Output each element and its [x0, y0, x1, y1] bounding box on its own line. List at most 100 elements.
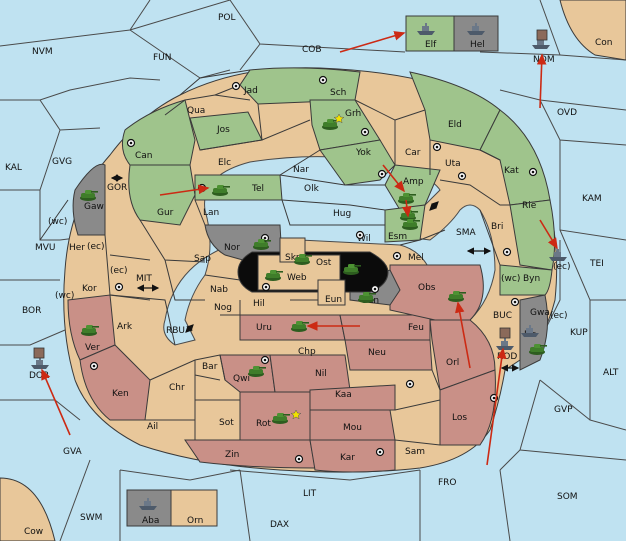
label-gva: GVA: [63, 447, 83, 457]
label-car: Car: [405, 148, 421, 158]
label-can: Can: [135, 151, 153, 161]
label-gwa: Gwa: [530, 308, 550, 318]
region-obs: [389, 264, 484, 321]
label-sch: Sch: [330, 88, 346, 98]
label-wil: Wil: [357, 234, 371, 244]
label-kam: KAM: [582, 194, 602, 204]
label-som: SOM: [557, 492, 578, 502]
label-bri: Bri: [491, 222, 503, 232]
supply-center-icon: [370, 284, 380, 294]
label-zin: Zin: [225, 450, 239, 460]
label-hel: Hel: [470, 40, 485, 50]
region-eun: [317, 279, 346, 306]
coast-byn-wc: (wc): [501, 274, 520, 284]
label-sot: Sot: [219, 418, 234, 428]
label-con: Con: [595, 38, 613, 48]
label-yok: Yok: [355, 148, 372, 158]
coast-kor-wc: (wc): [55, 291, 74, 301]
label-tel: Tel: [251, 184, 264, 194]
label-nvm: NVM: [32, 47, 53, 57]
label-hug: Hug: [333, 209, 351, 219]
supply-center-icon: [457, 171, 467, 181]
label-kal: KAL: [5, 163, 22, 173]
label-grh: Grh: [345, 109, 361, 119]
label-elf: Elf: [425, 40, 437, 50]
region-kat: [479, 109, 551, 206]
label-los: Los: [452, 413, 467, 423]
supply-center-icon: [405, 379, 415, 389]
region-tel: [194, 174, 283, 201]
supply-center-icon: [126, 138, 136, 148]
label-obs: Obs: [418, 283, 436, 293]
label-skr: Skr: [285, 253, 300, 263]
label-swm: SWM: [80, 513, 102, 523]
region-rot: [239, 389, 311, 441]
label-hil: Hil: [253, 299, 265, 309]
label-nom: NOM: [533, 55, 555, 65]
supply-center-icon: [528, 167, 538, 177]
coast-byn-ec: (ec): [553, 262, 571, 272]
supply-center-icon: [89, 361, 99, 371]
label-nor: Nor: [224, 243, 240, 253]
supply-center-icon: [432, 142, 442, 152]
region-kar: [309, 439, 396, 473]
label-rbu: RBU: [166, 326, 185, 336]
label-amp: Amp: [403, 177, 424, 187]
region-ken: [79, 344, 151, 421]
label-sam: Sam: [405, 447, 425, 457]
label-nar: Nar: [293, 165, 309, 175]
region-can: [121, 99, 196, 166]
label-ovd: OVD: [557, 108, 577, 118]
supply-center-icon: [294, 454, 304, 464]
label-gvg: GVG: [52, 157, 72, 167]
label-byn: Byn: [523, 274, 540, 284]
label-nog: Nog: [214, 303, 232, 313]
label-kor: Kor: [82, 284, 97, 294]
label-chr: Chr: [169, 383, 185, 393]
coast-gwa-ec: (ec): [550, 311, 568, 321]
label-gor: GOR: [107, 183, 127, 193]
label-qua: Qua: [187, 106, 205, 116]
label-neu: Neu: [368, 348, 386, 358]
region-los: [439, 369, 496, 446]
label-kup: KUP: [570, 328, 588, 338]
label-qwi: Qwi: [233, 374, 250, 384]
region-neu: [344, 339, 433, 371]
label-bar: Bar: [202, 362, 218, 372]
label-rot: Rot: [256, 419, 271, 429]
supply-center-icon: [360, 127, 370, 137]
label-kat: Kat: [504, 166, 519, 176]
label-eld: Eld: [448, 120, 462, 130]
label-chp: Chp: [298, 347, 316, 357]
label-lit: LIT: [303, 489, 317, 499]
label-feu: Feu: [408, 323, 424, 333]
label-rie: Rie: [522, 201, 537, 211]
label-orn: Orn: [187, 516, 203, 526]
label-tei: TEI: [589, 259, 604, 269]
double-arrow-icon: [110, 174, 520, 372]
coast-her-ec: (ec): [87, 242, 105, 252]
label-ost: Ost: [316, 258, 332, 268]
label-nil: Nil: [315, 369, 327, 379]
label-ver: Ver: [85, 343, 100, 353]
label-olk: Olk: [304, 184, 320, 194]
supply-center-icon: [261, 282, 271, 292]
supply-center-icon: [375, 447, 385, 457]
region-eld: [409, 71, 501, 151]
star-icon: [333, 113, 345, 124]
label-kaa: Kaa: [335, 390, 352, 400]
region-kaa: [309, 384, 396, 411]
units: [31, 23, 567, 510]
move-orders: [41, 31, 558, 466]
label-ken: Ken: [112, 389, 129, 399]
label-gur: Gur: [157, 208, 174, 218]
label-fun: FUN: [153, 53, 172, 63]
label-sap: Sap: [194, 254, 211, 264]
supply-center-icon: [355, 230, 365, 240]
label-elc: Elc: [218, 158, 231, 168]
label-alt: ALT: [603, 368, 619, 378]
label-rod: ROD: [497, 352, 517, 362]
star-icon: [290, 409, 302, 420]
coast-her-wc: (wc): [48, 217, 67, 227]
